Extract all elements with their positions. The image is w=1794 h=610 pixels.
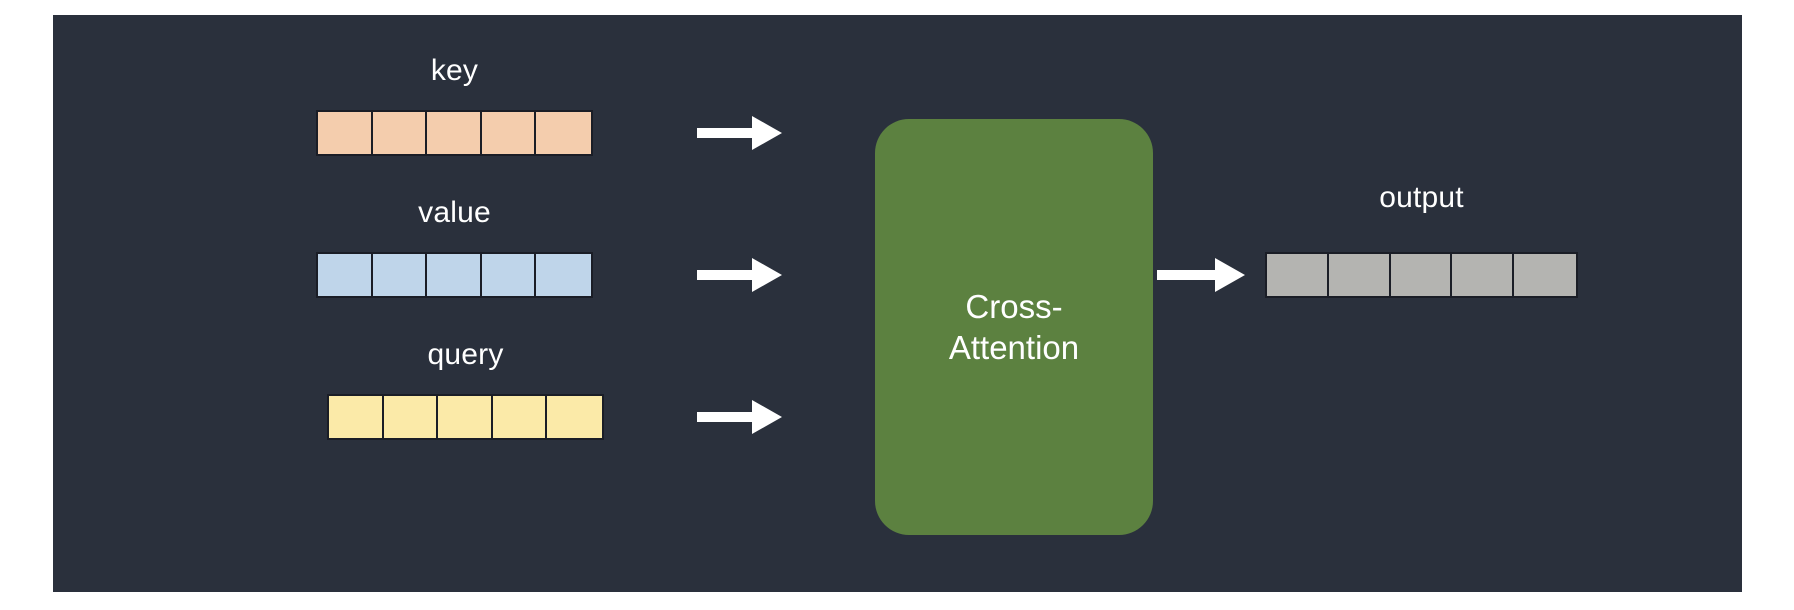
query-cell: [438, 396, 493, 438]
query-cell-row: [327, 394, 604, 440]
query-cell: [547, 396, 602, 438]
diagram-panel: key value query: [53, 15, 1742, 592]
query-row-label: query: [427, 338, 504, 371]
key-cell: [427, 112, 482, 154]
key-cell: [372, 112, 428, 154]
output-cell: [1452, 254, 1515, 296]
output-cell: [1267, 254, 1329, 296]
output-cell: [1390, 254, 1453, 296]
cross-attention-block: Cross- Attention: [875, 119, 1153, 535]
value-cell: [318, 254, 373, 296]
query-arrow-icon: [697, 397, 782, 437]
value-cell: [427, 254, 482, 296]
key-cell-row: [316, 110, 593, 156]
query-cell: [329, 396, 384, 438]
cross-attention-label: Cross- Attention: [948, 288, 1080, 366]
key-cell: [481, 112, 537, 154]
key-arrow-icon: [697, 113, 782, 153]
output-row-label: output: [1379, 181, 1464, 214]
query-cell: [383, 396, 439, 438]
output-cell: [1514, 254, 1576, 296]
output-cell: [1328, 254, 1391, 296]
output-cell-row: [1265, 252, 1578, 298]
value-row-label: value: [418, 196, 491, 229]
key-cell: [318, 112, 373, 154]
value-cell: [481, 254, 537, 296]
key-row-label: key: [430, 54, 479, 87]
query-cell: [492, 396, 548, 438]
value-cell-row: [316, 252, 593, 298]
value-arrow-icon: [697, 255, 782, 295]
output-arrow-icon: [1157, 255, 1245, 295]
value-cell: [372, 254, 428, 296]
key-cell: [536, 112, 591, 154]
value-cell: [536, 254, 591, 296]
